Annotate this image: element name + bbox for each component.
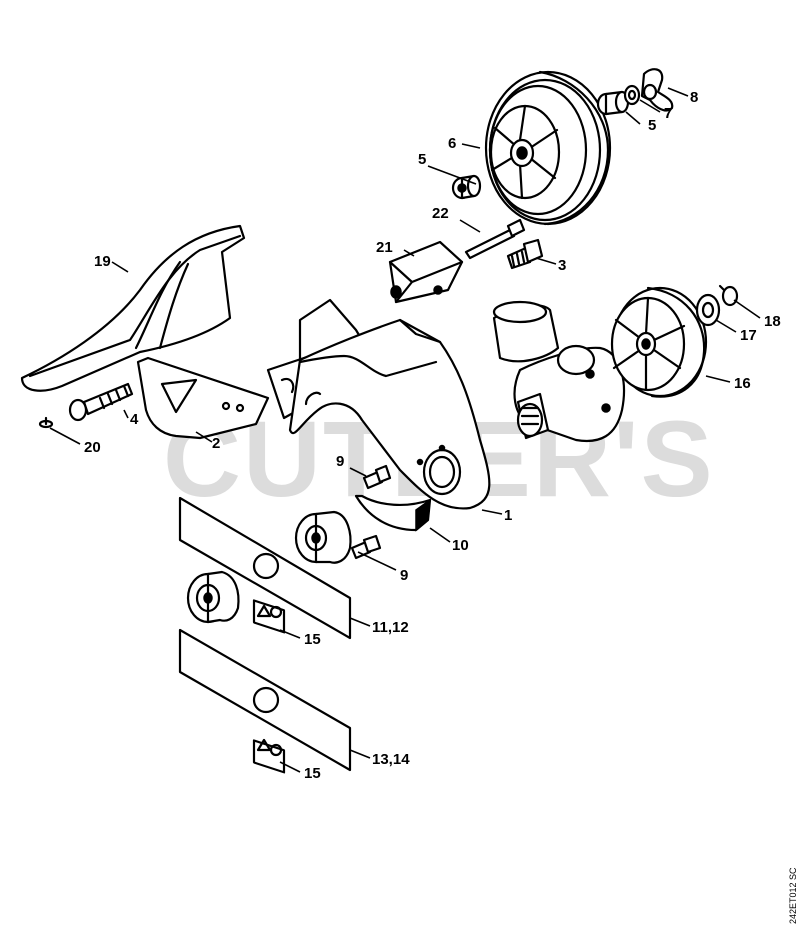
- part-bracket-21: [388, 240, 464, 304]
- callout-1: 1: [504, 507, 512, 524]
- part-screw-3: [506, 238, 544, 270]
- part-decal-upper: [252, 599, 286, 634]
- callout-10: 10: [452, 537, 469, 554]
- callout-15-lower: 15: [304, 765, 321, 782]
- part-wheel-large: [484, 70, 612, 226]
- callout-4: 4: [130, 411, 139, 428]
- leader-lines: [49, 87, 761, 773]
- part-hub-upper: [294, 510, 352, 564]
- part-clip-18: [718, 284, 739, 307]
- part-screw-9-lower: [350, 534, 382, 560]
- callout-19: 19: [94, 253, 111, 270]
- part-wheel-small: [610, 286, 708, 398]
- part-blade-upper: [178, 496, 352, 640]
- part-hub-lower: [186, 570, 240, 624]
- callouts: 1 2 3 4 5 5 6 7 8 9 9 10 11,12 13,14 15 …: [84, 89, 781, 782]
- callout-7: 7: [664, 105, 672, 122]
- part-washer-7: [623, 84, 641, 106]
- part-long-bolt-22: [464, 218, 526, 260]
- part-screw-20: [38, 416, 54, 429]
- callout-15-upper: 15: [304, 631, 321, 648]
- callout-20: 20: [84, 439, 101, 456]
- part-housing-1: [266, 298, 491, 510]
- callout-17: 17: [740, 327, 757, 344]
- part-guard-19: [20, 224, 246, 392]
- callout-18: 18: [764, 313, 781, 330]
- callout-2: 2: [212, 435, 220, 452]
- part-decal-lower: [252, 738, 286, 774]
- part-bushing-upper: [596, 90, 630, 116]
- part-plate-2: [136, 356, 270, 440]
- part-screw-9-upper: [362, 464, 392, 490]
- part-blade-lower: [178, 628, 352, 772]
- part-wing-nut-8: [640, 68, 674, 112]
- callout-13-14: 13,14: [372, 751, 410, 768]
- part-washer-17: [695, 293, 721, 327]
- callout-5-right: 5: [648, 117, 656, 134]
- callout-22: 22: [432, 205, 449, 222]
- callout-3: 3: [558, 257, 566, 274]
- callout-6: 6: [448, 135, 456, 152]
- callout-8: 8: [690, 89, 698, 106]
- callout-9-upper: 9: [336, 453, 344, 470]
- drawing-code: 242ET012 SC: [788, 867, 798, 924]
- part-shield-10: [354, 494, 432, 532]
- part-bushing-left: [451, 174, 482, 200]
- part-bolt-4: [68, 382, 134, 422]
- part-gearbox: [492, 300, 626, 442]
- callout-16: 16: [734, 375, 751, 392]
- callout-11-12: 11,12: [372, 619, 409, 636]
- callout-9-lower: 9: [400, 567, 408, 584]
- callout-5-left: 5: [418, 151, 426, 168]
- callout-21: 21: [376, 239, 393, 256]
